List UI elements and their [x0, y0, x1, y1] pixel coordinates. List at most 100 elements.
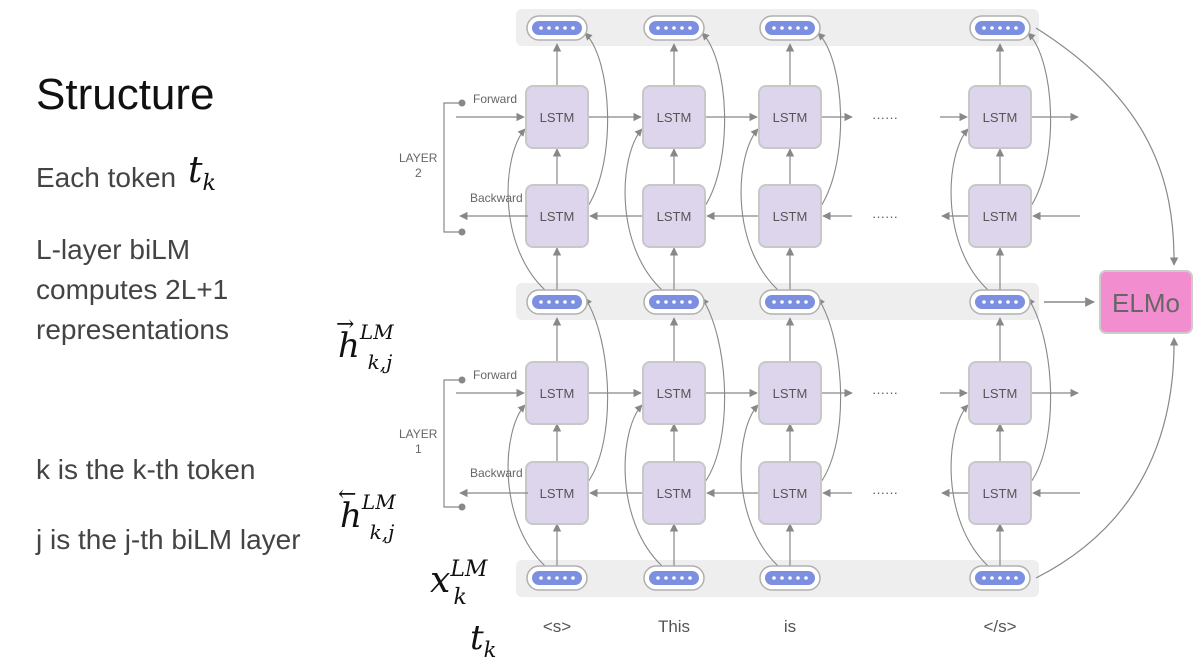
math-lm-forward: LM [359, 320, 394, 344]
each-token-label: Each token [36, 162, 177, 193]
lstm-cell-label: LSTM [983, 209, 1018, 224]
embedding-dot [788, 576, 792, 580]
token-symbol-t-k: tk [188, 150, 216, 196]
lstm-cell-label: LSTM [540, 386, 575, 401]
embedding-dot [1006, 576, 1010, 580]
embedding-dot [990, 26, 994, 30]
layer-1-backward-label: Backward [470, 466, 523, 480]
embedding-dot [990, 576, 994, 580]
skip-curve [1027, 297, 1052, 483]
layer-1-label-top: LAYER [399, 427, 438, 441]
embedding-dot [796, 576, 800, 580]
lstm-cell-label: LSTM [773, 486, 808, 501]
embedding-dot [547, 300, 551, 304]
embedding-dot [1014, 26, 1018, 30]
skip-curve [1027, 32, 1052, 207]
math-h-forward: h [338, 326, 360, 366]
embedding-dot [672, 26, 676, 30]
embedding-dot [804, 26, 808, 30]
embedding-dot [539, 26, 543, 30]
layer-2-backward-ellipsis: ······ [872, 209, 898, 224]
math-t: t [188, 150, 203, 191]
lstm-cell-label: LSTM [773, 110, 808, 125]
j-layer-text: j is the j-th biLM layer [36, 524, 301, 555]
lstm-cell [642, 85, 706, 149]
embedding-dot [688, 576, 692, 580]
lstm-cell [968, 461, 1032, 525]
embedding-dot [796, 26, 800, 30]
embedding-dot [571, 300, 575, 304]
elmo-label: ELMo [1112, 288, 1180, 318]
embedding-dot [796, 300, 800, 304]
embedding-dot [998, 300, 1002, 304]
embedding-dot [664, 26, 668, 30]
embedding-dot [555, 26, 559, 30]
skip-curve [701, 297, 726, 483]
embedding-dot [780, 576, 784, 580]
embedding-dot [982, 300, 986, 304]
lstm-cell [968, 85, 1032, 149]
skip-curve [507, 128, 546, 291]
layer-2-forward-ellipsis: ······ [872, 110, 898, 125]
math-x: x [430, 560, 451, 601]
layer-2-forward-dot [458, 99, 466, 107]
layer-2-label-top: LAYER [399, 151, 438, 165]
layer-1-backward-dot [458, 503, 466, 511]
lstm-cell [968, 361, 1032, 425]
embedding-dot [680, 300, 684, 304]
embedding-dot [680, 576, 684, 580]
embedding-dot [664, 300, 668, 304]
lstm-cell [758, 184, 822, 248]
token-label: This [658, 617, 690, 636]
embedding-dot [664, 576, 668, 580]
lstm-cell-label: LSTM [540, 110, 575, 125]
embedding-dot [788, 26, 792, 30]
bilm-line-1: L-layer biLM [36, 234, 191, 265]
embedding-dot [804, 300, 808, 304]
embedding-dot [780, 26, 784, 30]
slide-title: Structure [36, 70, 215, 119]
left-arrow-accent: ← [338, 482, 357, 507]
lstm-cell [968, 184, 1032, 248]
embedding-dot [772, 300, 776, 304]
embedding-dot [1006, 26, 1010, 30]
embedding-dot [555, 300, 559, 304]
embedding-dot [547, 576, 551, 580]
embedding-dot [656, 576, 660, 580]
layer-2-forward-label: Forward [473, 92, 517, 106]
token-label: is [784, 617, 796, 636]
skip-curve [507, 404, 546, 567]
embedding-dot [672, 300, 676, 304]
right-arrow-accent: → [336, 312, 355, 337]
layer-1-forward-label: Forward [473, 368, 517, 382]
math-k-bottom: k [483, 636, 497, 662]
lstm-cell [525, 85, 589, 149]
embedding-dot [563, 300, 567, 304]
forward-hidden-notation: → h LM k,j [336, 312, 418, 374]
token-label: <s> [543, 617, 571, 636]
lstm-cell [642, 461, 706, 525]
embedding-dot [982, 26, 986, 30]
embedding-dot [571, 576, 575, 580]
skip-curve [584, 297, 609, 483]
math-h-backward: h [340, 496, 362, 536]
skip-curve [584, 32, 609, 207]
skip-curve [817, 32, 842, 207]
lstm-cell-label: LSTM [657, 110, 692, 125]
layer-2-backward-dot [458, 228, 466, 236]
lstm-cell-label: LSTM [983, 110, 1018, 125]
lstm-cell-label: LSTM [657, 209, 692, 224]
bilm-description: L-layer biLM computes 2L+1 representatio… [36, 230, 229, 350]
embedding-dot [539, 300, 543, 304]
math-k-sub: k [202, 170, 216, 197]
lstm-cell-label: LSTM [540, 486, 575, 501]
lstm-cell-label: LSTM [983, 486, 1018, 501]
bottom-to-elmo-curve [1035, 337, 1179, 579]
math-k-x: k [453, 585, 467, 610]
bilm-line-3: representations [36, 314, 230, 345]
layer-1-bracket [443, 379, 462, 508]
embedding-dot [998, 576, 1002, 580]
math-kj-forward: k,j [367, 350, 393, 374]
embedding-dot [680, 26, 684, 30]
embedding-dot [656, 300, 660, 304]
